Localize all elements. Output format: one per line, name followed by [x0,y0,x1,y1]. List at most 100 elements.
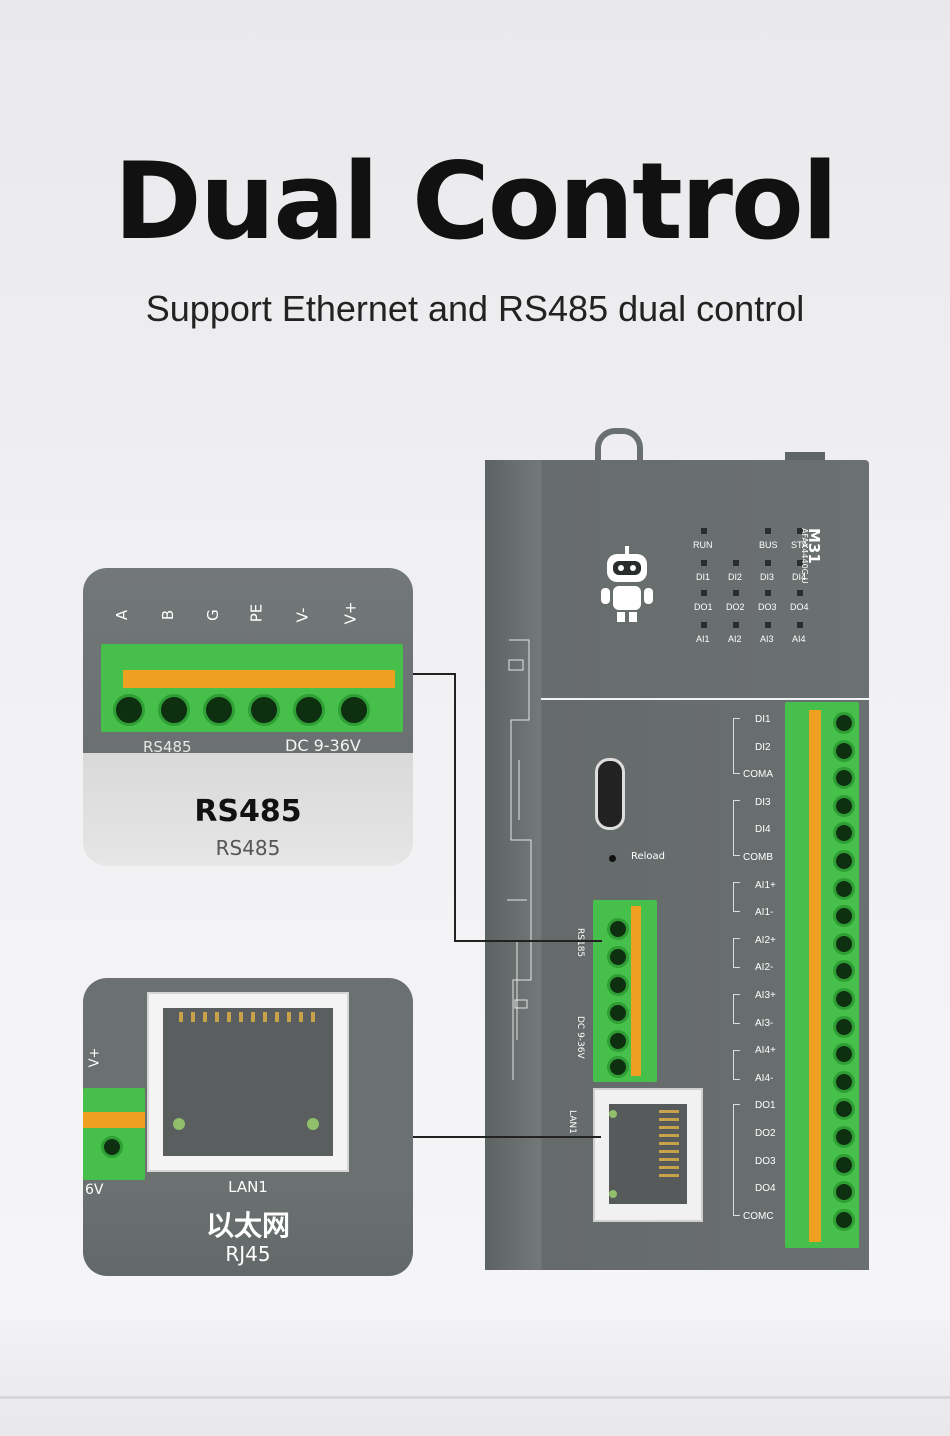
page-subtitle: Support Ethernet and RS485 dual control [145,288,805,329]
do4-led-icon [797,590,803,596]
rs485-port-label: RS185 [575,928,585,958]
lan1-port-label: LAN1 [567,1110,577,1134]
group-bracket-c [733,1104,740,1216]
led-label-di1: DI1 [696,572,711,582]
ai3-led-icon [765,622,771,628]
led-label-ai1: AI1 [696,634,710,644]
rs485-callout: A B G PE V- V+ RS485 DC 9-36V RS485 RS48… [83,568,413,866]
device-top-panel [485,460,869,698]
rs485-callout-title: RS485 [194,794,302,829]
shelf [0,1320,950,1436]
group-bracket-a [733,718,740,774]
ai2-led-icon [733,622,739,628]
led-label-do1: DO1 [694,602,713,612]
connector-line [413,673,455,675]
terminal-hole [607,1002,629,1024]
lan-side-terminal-clip [83,1112,145,1128]
lan1-caption: LAN1 [228,1178,268,1196]
circuit-diagram-print [507,639,532,1080]
ai4-led-icon [797,622,803,628]
robot-logo-icon [601,546,653,622]
led-label-di4: DI4 [792,572,807,582]
group-bracket-b [733,800,740,856]
terminal-label: DO3 [755,1156,776,1167]
led-label-do3: DO3 [758,602,777,612]
pin-label-v-plus: V+ [341,601,360,625]
terminal-hole [113,694,145,726]
closeup-power-caption: DC 9-36V [285,736,361,755]
ai1-led-icon [701,622,707,628]
terminal-hole [833,712,855,734]
reload-label: Reload [631,851,666,862]
lan-led-icon [609,1190,617,1198]
terminal-hole [607,1030,629,1052]
di3-led-icon [765,560,771,566]
pin-label-b: B [159,609,178,621]
terminal-hole [833,822,855,844]
terminal-label: COMC [743,1211,774,1222]
model-code: AFAX4440G-U [800,528,809,584]
lan1-port[interactable] [593,1088,703,1222]
lan-led-icon [173,1118,185,1130]
usb-c-port[interactable] [595,758,625,830]
terminal-label: AI4+ [755,1045,776,1056]
terminal-hole [833,850,855,872]
terminal-hole [607,974,629,996]
terminal-hole [833,767,855,789]
run-led-icon [701,528,707,534]
do3-led-icon [765,590,771,596]
terminal-hole [158,694,190,726]
terminal-label: AI2+ [755,935,776,946]
terminal-hole [293,694,325,726]
terminal-hole [833,1043,855,1065]
lan-side-terminal [83,1088,145,1180]
lan-led-icon [609,1110,617,1118]
reload-button[interactable] [609,855,616,862]
di2-led-icon [733,560,739,566]
side-pin-label: V+ [87,1047,103,1068]
terminal-hole [203,694,235,726]
terminal-label: DO2 [755,1128,776,1139]
rj45-socket [163,1008,333,1156]
terminal-hole [607,1056,629,1078]
terminal-hole [833,988,855,1010]
group-bracket-ai4 [733,1050,740,1080]
shelf-edge [0,1396,950,1399]
led-label-do4: DO4 [790,602,809,612]
lan-led-icon [307,1118,319,1130]
terminal-hole [248,694,280,726]
terminal-label: DI3 [755,797,771,808]
power-port-label: DC 9-36V [575,1016,585,1059]
bus-led-icon [765,528,771,534]
page-title: Dual Control [113,140,838,263]
terminal-hole [833,1209,855,1231]
group-bracket-ai3 [733,994,740,1024]
led-label-ai2: AI2 [728,634,742,644]
terminal-label: AI3- [755,1018,774,1029]
controller-device: RUN BUS STA DI1 DI2 DI3 DI4 DO1 DO2 DO3 … [485,428,869,1270]
terminal-hole [607,918,629,940]
terminal-label: DO1 [755,1100,776,1111]
terminal-hole [833,1181,855,1203]
terminal-hole [833,878,855,900]
led-label-ai4: AI4 [792,634,806,644]
io-terminal-clips [809,710,821,1242]
lan-callout-title: 以太网 [205,1209,290,1242]
do2-led-icon [733,590,739,596]
terminal-label: DI2 [755,742,771,753]
led-label-ai3: AI3 [760,634,774,644]
terminal-hole [833,905,855,927]
terminal-hole [833,933,855,955]
terminal-hole [833,1154,855,1176]
terminal-hole [338,694,370,726]
sta-led-icon [797,528,803,534]
pin-label-v-minus: V- [293,607,312,623]
terminal-hole [607,946,629,968]
pin-label-a: A [113,609,132,621]
top-latch [785,452,825,462]
mounting-hook [595,428,643,474]
rj45-port-closeup [147,992,349,1172]
connector-line [454,940,602,942]
rj45-pins [179,1012,319,1022]
terminal-hole [833,960,855,982]
